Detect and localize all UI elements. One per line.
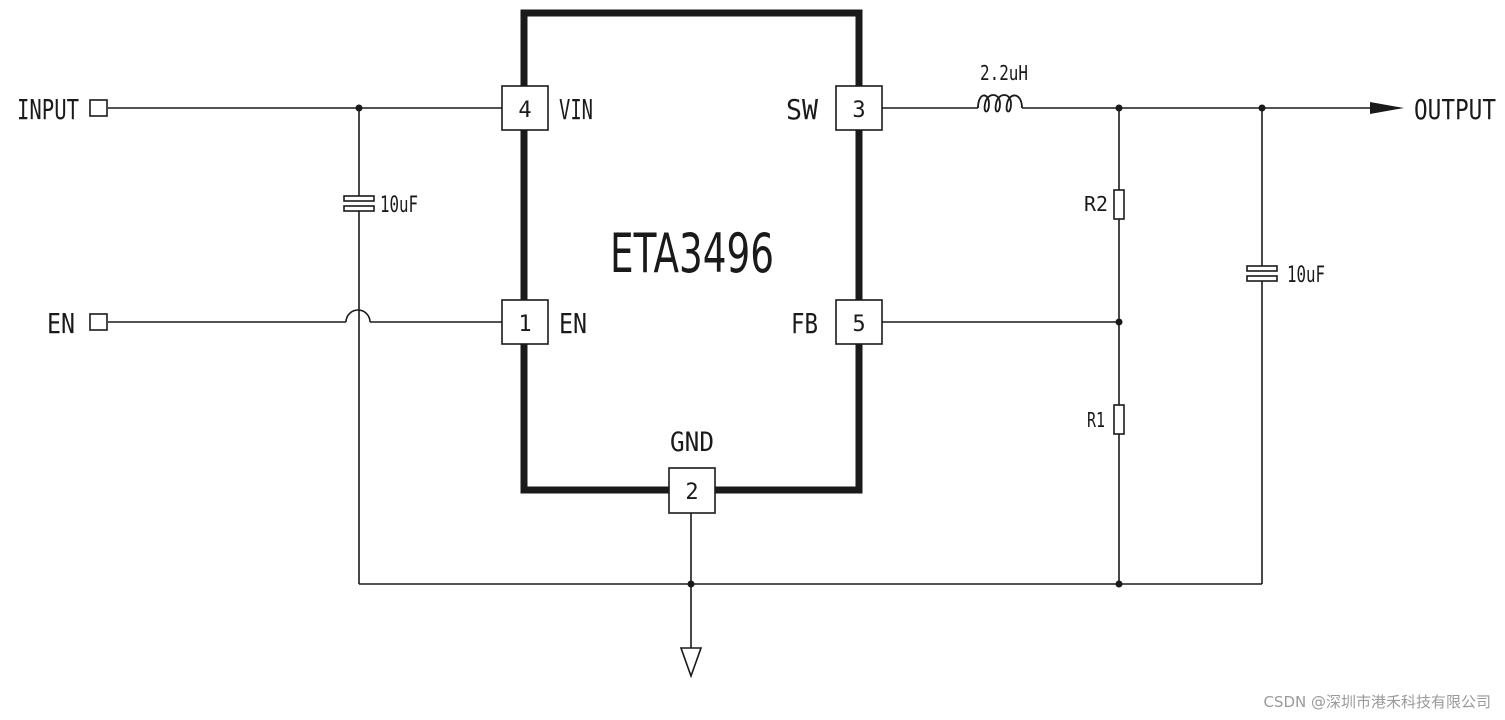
pin-en-label: EN — [559, 307, 587, 340]
pin-1-number: 1 — [518, 312, 531, 337]
pin-4-number: 4 — [518, 98, 531, 123]
pin-fb-label: FB — [791, 307, 818, 340]
r1-label: R1 — [1087, 408, 1105, 432]
pin-gnd-label: GND — [670, 427, 714, 458]
junction-dot — [355, 104, 363, 112]
pin-4-box — [501, 85, 549, 131]
r2-resistor-symbol — [1113, 189, 1125, 220]
en-port-label: EN — [47, 307, 75, 340]
junction-dot — [1115, 580, 1123, 588]
pin-3-number: 3 — [852, 98, 865, 123]
input-port-label: INPUT — [17, 93, 79, 126]
pin-5-number: 5 — [852, 312, 865, 337]
input-capacitor-symbol — [343, 195, 375, 212]
output-capacitor-symbol — [1246, 265, 1278, 282]
pin-vin-label: VIN — [559, 93, 593, 126]
junction-dot — [687, 580, 695, 588]
watermark: CSDN @深圳市港禾科技有限公司 — [1263, 693, 1491, 711]
output-cap-label: 10uF — [1287, 263, 1325, 288]
output-port-label: OUTPUT — [1414, 93, 1496, 126]
pin-3-box — [835, 85, 883, 131]
junction-dot — [1258, 104, 1266, 112]
r1-resistor-symbol — [1113, 404, 1125, 435]
input-port-square — [89, 99, 108, 117]
input-cap-label: 10uF — [380, 193, 418, 218]
inductor-label: 2.2uH — [980, 61, 1028, 85]
output-arrow-icon — [1370, 102, 1404, 114]
junction-dot — [1115, 104, 1123, 112]
pin-sw-label: SW — [786, 93, 818, 126]
pin-2-number: 2 — [685, 480, 698, 505]
inductor-symbol — [977, 94, 1023, 113]
junction-dot — [1115, 318, 1123, 326]
en-port-square — [89, 313, 108, 331]
pin-2-box — [668, 467, 716, 514]
r2-label: R2 — [1084, 192, 1108, 216]
ground-icon — [679, 647, 703, 679]
chip-name: ETA3496 — [610, 222, 774, 285]
pin-1-box — [501, 299, 549, 345]
pin-5-box — [835, 299, 883, 345]
